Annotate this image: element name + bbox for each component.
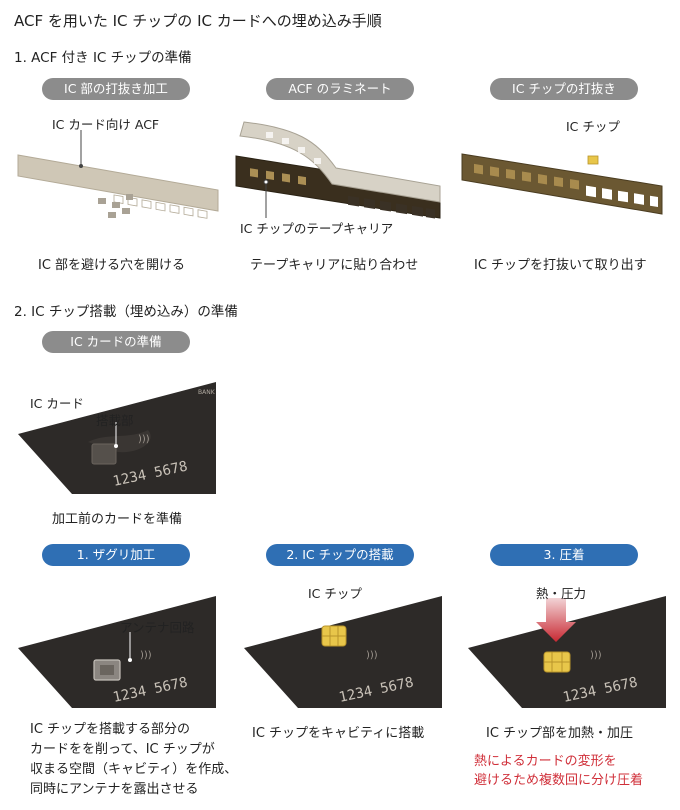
acf-film-laminated bbox=[239, 121, 441, 203]
spot-facing-card: ))) 1234 5678 bbox=[18, 596, 216, 708]
badge-chip-mounting: 2. IC チップの搭載 bbox=[266, 544, 414, 566]
svg-text:))): ))) bbox=[590, 650, 602, 661]
mount-leader-dot bbox=[114, 444, 118, 448]
acf-leader-dot bbox=[79, 164, 83, 168]
svg-text:))): ))) bbox=[138, 434, 150, 445]
section-1-heading: 1. ACF 付き IC チップの準備 bbox=[14, 50, 192, 66]
caption-chip-mounting: IC チップをキャビティに搭載 bbox=[252, 726, 425, 741]
exposed-antenna bbox=[100, 665, 114, 675]
bonding-card: ))) 1234 5678 bbox=[468, 596, 666, 708]
ic-chip-label-1: IC チップ bbox=[566, 119, 620, 134]
bank-text: BANK bbox=[198, 389, 216, 396]
card-prep-illustration: ))) BANK 1234 5678 bbox=[18, 382, 216, 494]
lamination-illustration bbox=[235, 121, 441, 219]
acf-strip-illustration bbox=[17, 130, 219, 219]
tape-chip-pattern bbox=[474, 163, 579, 190]
badge-card-prep: IC カードの準備 bbox=[42, 331, 190, 353]
tape-leader-dot bbox=[263, 179, 269, 185]
mount-label: 搭載部 bbox=[96, 413, 134, 428]
caption-card-prep: 加工前のカードを準備 bbox=[52, 512, 183, 527]
caption-spot-facing: IC チップを搭載する部分の カードをを削って、IC チップが 収まる空間（キャ… bbox=[30, 722, 238, 797]
acf-film-holes bbox=[266, 132, 321, 164]
ic-card-label: IC カード bbox=[30, 396, 84, 411]
ic-chip-label-2: IC チップ bbox=[308, 586, 362, 601]
caption-punching: IC 部を避ける穴を開ける bbox=[38, 258, 186, 273]
punched-ic-chip bbox=[587, 155, 599, 165]
tape-carrier-label: IC チップのテープキャリア bbox=[240, 221, 394, 236]
badge-lamination: ACF のラミネート bbox=[266, 78, 414, 100]
chip-mounting-card: ))) 1234 5678 bbox=[244, 596, 442, 708]
laminated-chip-windows bbox=[348, 195, 435, 219]
badge-chip-punching: IC チップの打抜き bbox=[490, 78, 638, 100]
section-2-heading: 2. IC チップ搭載（埋め込み）の準備 bbox=[14, 304, 238, 320]
caption-lamination: テープキャリアに貼り合わせ bbox=[250, 258, 419, 273]
tape-chip-windows bbox=[250, 168, 306, 186]
badge-bonding: 3. 圧着 bbox=[490, 544, 638, 566]
acf-label: IC カード向け ACF bbox=[52, 117, 160, 132]
heat-pressure-arrow bbox=[536, 598, 576, 642]
punched-chip-holes bbox=[586, 185, 658, 208]
chip-punching-illustration bbox=[461, 153, 663, 215]
caption-chip-punching: IC チップを打抜いて取り出す bbox=[474, 258, 647, 273]
bonding-note: 熱によるカードの変形を 避けるため複数回に分け圧着 bbox=[474, 754, 644, 788]
page-title: ACF を用いた IC チップの IC カードへの埋め込み手順 bbox=[14, 12, 382, 30]
svg-text:))): ))) bbox=[140, 650, 152, 661]
heat-pressure-label: 熱・圧力 bbox=[536, 586, 587, 601]
acf-strip bbox=[17, 154, 219, 212]
punched-pieces bbox=[98, 194, 133, 218]
badge-spot-facing: 1. ザグリ加工 bbox=[42, 544, 190, 566]
svg-text:))): ))) bbox=[366, 650, 378, 661]
mount-area bbox=[91, 443, 117, 465]
caption-bonding: IC チップ部を加熱・加圧 bbox=[486, 726, 634, 741]
antenna-label: アンテナ回路 bbox=[120, 620, 195, 635]
badge-punching: IC 部の打抜き加工 bbox=[42, 78, 190, 100]
